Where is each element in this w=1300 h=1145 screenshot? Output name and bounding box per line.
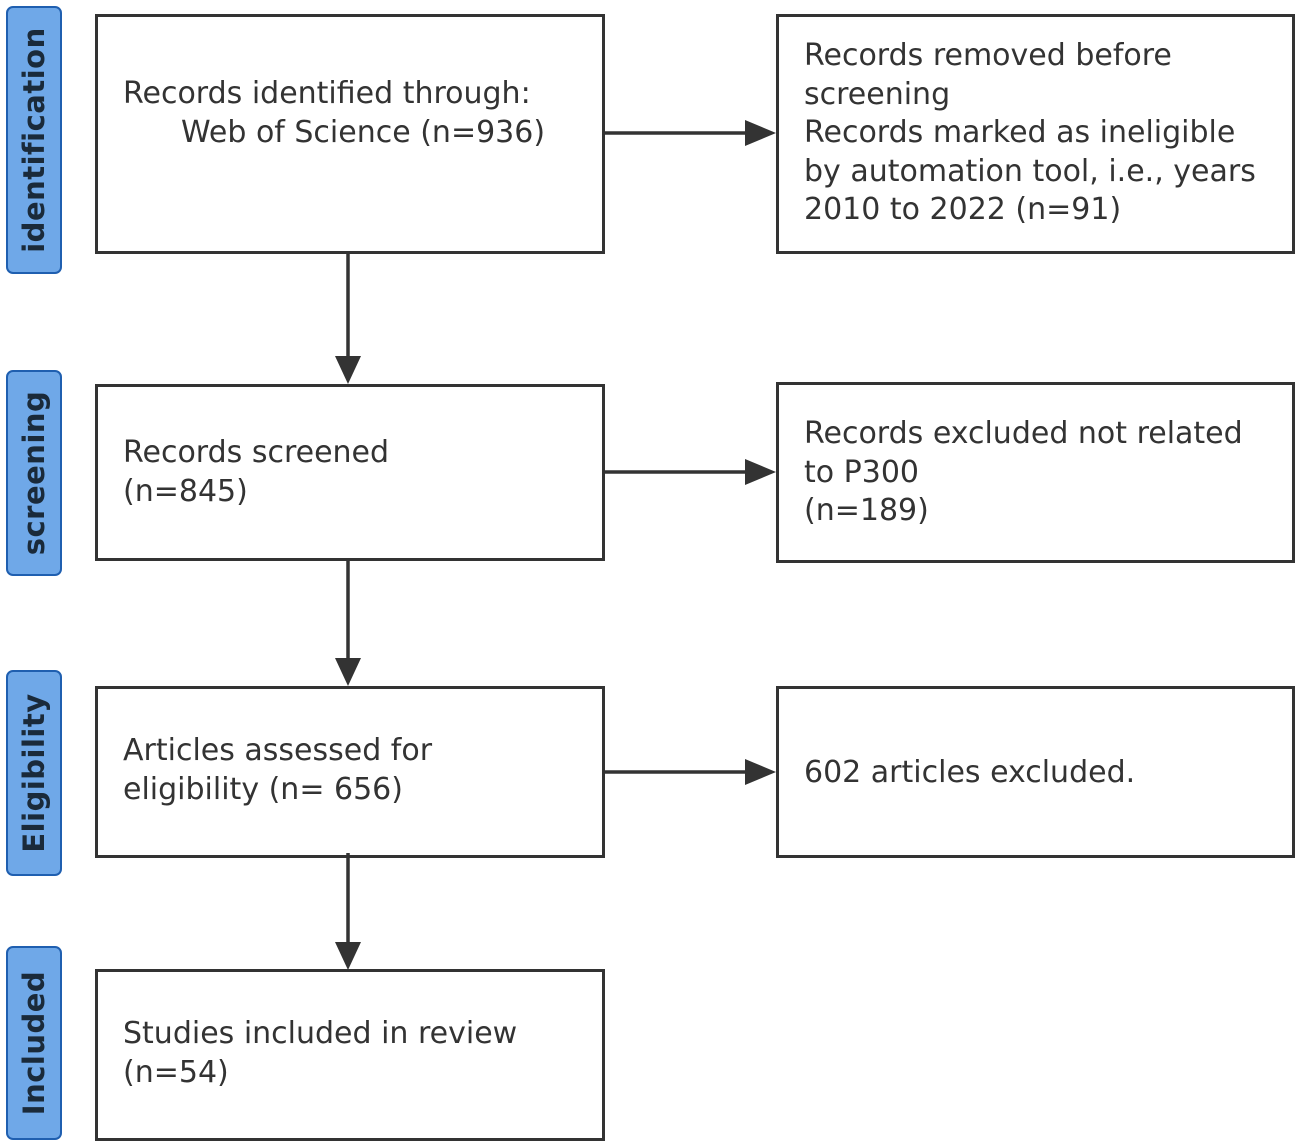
- records-screened-line1: Records screened: [123, 435, 390, 470]
- arrowhead-right-2: [745, 459, 776, 485]
- studies-included-box: [95, 969, 605, 1141]
- records-screened-text: Records screened (n=845): [123, 434, 389, 511]
- records-removed-line1: Records removed before: [804, 38, 1172, 73]
- records-removed-text: Records removed before screening Records…: [804, 37, 1256, 230]
- stage-identification: identification: [6, 6, 62, 274]
- records-removed-line4: by automation tool, i.e., years: [804, 153, 1256, 189]
- records-excluded-line3: (n=189): [804, 493, 929, 528]
- records-removed-line5: 2010 to 2022 (n=91): [804, 192, 1122, 227]
- records-excluded-line1: Records excluded not related: [804, 416, 1243, 451]
- records-identified-line2: Web of Science (n=936): [181, 114, 546, 150]
- articles-excluded-line1: 602 articles excluded.: [804, 755, 1136, 790]
- studies-included-line1: Studies included in review: [123, 1016, 518, 1051]
- articles-assessed-line1: Articles assessed for: [123, 733, 433, 768]
- articles-assessed-box: [95, 686, 605, 858]
- records-removed-line3: Records marked as ineligible: [804, 115, 1236, 150]
- records-excluded-text: Records excluded not related to P300 (n=…: [804, 415, 1243, 531]
- records-identified-box: [95, 14, 605, 254]
- records-identified-text: Records identified through: Web of Scien…: [123, 75, 545, 152]
- arrowhead-down-2: [335, 658, 361, 686]
- arrowhead-down-3: [335, 942, 361, 970]
- arrowhead-right-3: [745, 759, 776, 785]
- records-excluded-line2: to P300: [804, 454, 920, 490]
- records-screened-box: [95, 384, 605, 561]
- studies-included-text: Studies included in review (n=54): [123, 1015, 517, 1092]
- stage-screening: screening: [6, 370, 62, 576]
- studies-included-line2: (n=54): [123, 1054, 229, 1090]
- stage-eligibility: Eligibility: [6, 670, 62, 876]
- articles-assessed-line2: eligibility (n= 656): [123, 771, 403, 807]
- arrowhead-right-1: [745, 120, 776, 146]
- articles-assessed-text: Articles assessed for eligibility (n= 65…: [123, 732, 432, 809]
- records-excluded-box: [776, 382, 1295, 563]
- records-removed-box: [776, 14, 1295, 254]
- records-removed-line2: screening: [804, 76, 951, 112]
- records-identified-line1: Records identified through:: [123, 76, 531, 111]
- articles-excluded-box: [776, 686, 1295, 858]
- stage-included: Included: [6, 946, 62, 1140]
- arrowhead-down-1: [335, 356, 361, 384]
- articles-excluded-text: 602 articles excluded.: [804, 754, 1135, 793]
- records-screened-line2: (n=845): [123, 473, 248, 509]
